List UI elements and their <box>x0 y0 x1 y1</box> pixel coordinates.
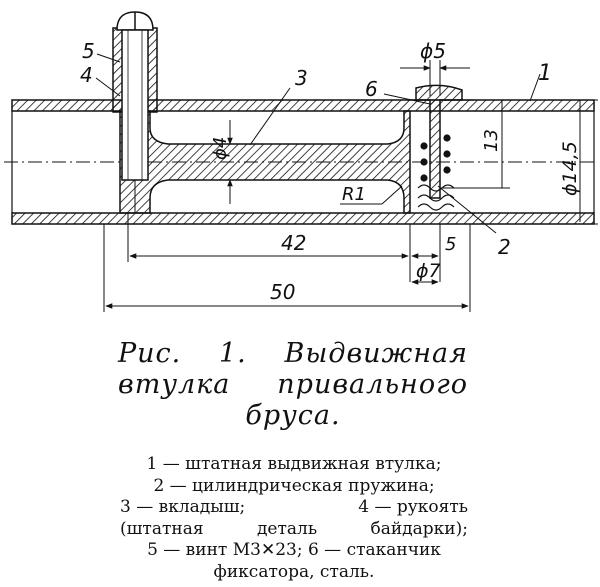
legend-text: 2 — цилиндрическая пружина; <box>153 475 435 496</box>
caption-word: 1. <box>219 338 247 369</box>
legend-line: 1 — штатная выдвижная втулка; <box>120 454 468 476</box>
legend-line: 5 — винт М3✕23; 6 — стаканчик <box>120 540 468 562</box>
caption-word: втулка <box>118 369 231 400</box>
label-part-1: 1 <box>538 61 552 86</box>
legend-line: фиксатора, сталь. <box>120 562 468 584</box>
caption-word: Выдвижная <box>284 338 468 369</box>
label-part-3: 3 <box>295 66 308 90</box>
label-part-4: 4 <box>80 63 93 87</box>
caption-word: бруса. <box>245 400 341 431</box>
spring-part <box>417 134 455 211</box>
dim-42-label: 42 <box>281 231 306 255</box>
dim-phi7-label: ϕ7 <box>416 260 441 282</box>
tube-wall-top <box>11 99 595 112</box>
dim-phi4-label: ϕ4 <box>210 137 231 160</box>
legend-line: 3 — вкладыш; 4 — рукоять <box>120 497 468 519</box>
leader-lines <box>95 53 541 234</box>
bushing-drawing: 5 4 3 6 1 2 ϕ5 ϕ4 13 ϕ14,5 R1 <box>4 11 598 312</box>
caption-line-2: втулка привального <box>118 369 468 400</box>
figure-legend: 1 — штатная выдвижная втулка; 2 — цилинд… <box>120 454 468 583</box>
legend-text: 4 — рукоять <box>358 497 468 517</box>
dim-r1 <box>340 185 403 205</box>
dim-phi5-label: ϕ5 <box>420 39 446 63</box>
caption-word: Рис. <box>118 338 182 369</box>
legend-text: деталь <box>256 518 318 539</box>
legend-text: (штатная <box>120 518 204 539</box>
caption-line-1: Рис. 1. Выдвижная <box>118 338 468 369</box>
legend-line: 2 — цилиндрическая пружина; <box>120 476 468 498</box>
dim-phi14-5-label: ϕ14,5 <box>559 141 581 196</box>
dim-13 <box>440 99 510 189</box>
legend-line: (штатная деталь байдарки); <box>120 519 468 541</box>
legend-text: фиксатора, сталь. <box>213 561 375 582</box>
legend-text: 1 — штатная выдвижная втулка; <box>146 454 442 474</box>
dim-lower-lines <box>103 213 471 312</box>
dim-13-label: 13 <box>481 129 502 152</box>
legend-text: 5 — винт М3✕23; 6 — стаканчик <box>147 540 441 560</box>
legend-text: байдарки); <box>370 518 468 539</box>
label-part-6: 6 <box>365 77 378 101</box>
dim-phi5 <box>400 60 470 96</box>
dim-r1-label: R1 <box>342 184 366 205</box>
dim-5-label: 5 <box>445 234 456 255</box>
caption-word: привального <box>277 369 468 400</box>
dim-phi14-5 <box>579 99 598 225</box>
label-part-2: 2 <box>498 235 511 259</box>
legend-text: 3 — вкладыш; <box>120 497 246 517</box>
screw-part <box>116 11 154 181</box>
dim-50-label: 50 <box>270 280 295 304</box>
label-part-5: 5 <box>82 39 95 63</box>
tube-wall-bottom <box>11 212 595 225</box>
insert-part <box>119 110 411 214</box>
figure-caption: Рис. 1. Выдвижная втулка привального бру… <box>118 338 468 431</box>
caption-line-3: бруса. <box>118 400 468 431</box>
